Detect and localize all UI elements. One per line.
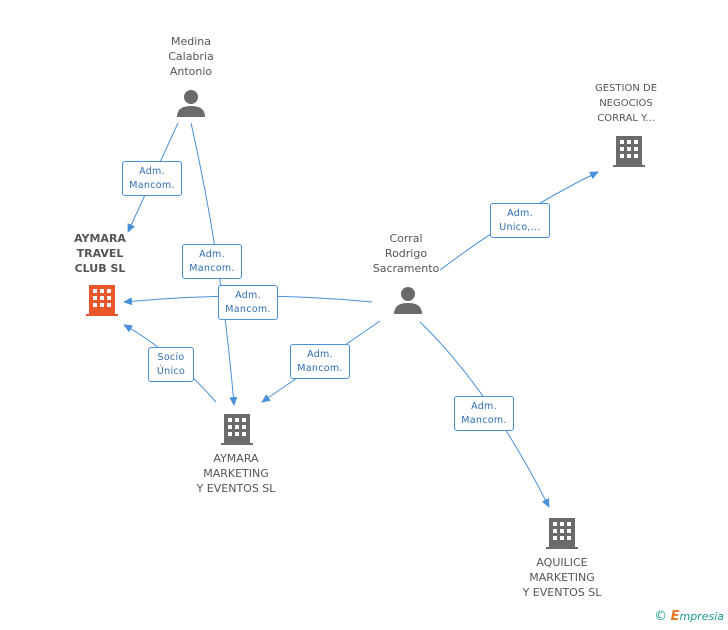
node-label-corral[interactable]: Corral Rodrigo Sacramento	[372, 232, 440, 275]
empresia-logo-icon: E	[670, 609, 680, 624]
building-icon	[613, 136, 645, 167]
person-icon	[394, 287, 422, 314]
edge-label-corral-gestion: Adm. Unico,...	[490, 203, 550, 238]
edge-label-medina-aymara-travel: Adm. Mancom.	[122, 161, 182, 196]
edge-label-corral-aymara-marketing: Adm. Mancom.	[290, 344, 350, 379]
node-label-aymara-marketing[interactable]: AYMARA MARKETING Y EVENTOS SL	[196, 452, 276, 495]
node-label-medina[interactable]: Medina Calabria Antonio	[168, 35, 214, 78]
node-label-aquilice[interactable]: AQUILICE MARKETING Y EVENTOS SL	[522, 556, 602, 599]
empresia-brand: mpresia	[679, 610, 724, 623]
copyright-symbol: ©	[654, 609, 668, 624]
empresia-watermark: © Empresia	[654, 609, 724, 624]
building-icon	[546, 518, 578, 549]
building-icon-focus	[86, 285, 118, 316]
node-label-aymara-travel[interactable]: AYMARA TRAVEL CLUB SL	[74, 232, 126, 275]
building-icon	[221, 414, 253, 445]
edge-label-socio-unico: Socio Único	[148, 347, 194, 382]
edge-label-corral-aquilice: Adm. Mancom.	[454, 396, 514, 431]
edge-label-medina-aymara-marketing: Adm. Mancom.	[182, 244, 242, 279]
person-icon	[177, 90, 205, 117]
edge-label-corral-aymara-travel: Adm. Mancom.	[218, 285, 278, 320]
node-label-gestion[interactable]: GESTION DE NEGOCIOS CORRAL Y...	[594, 83, 658, 124]
